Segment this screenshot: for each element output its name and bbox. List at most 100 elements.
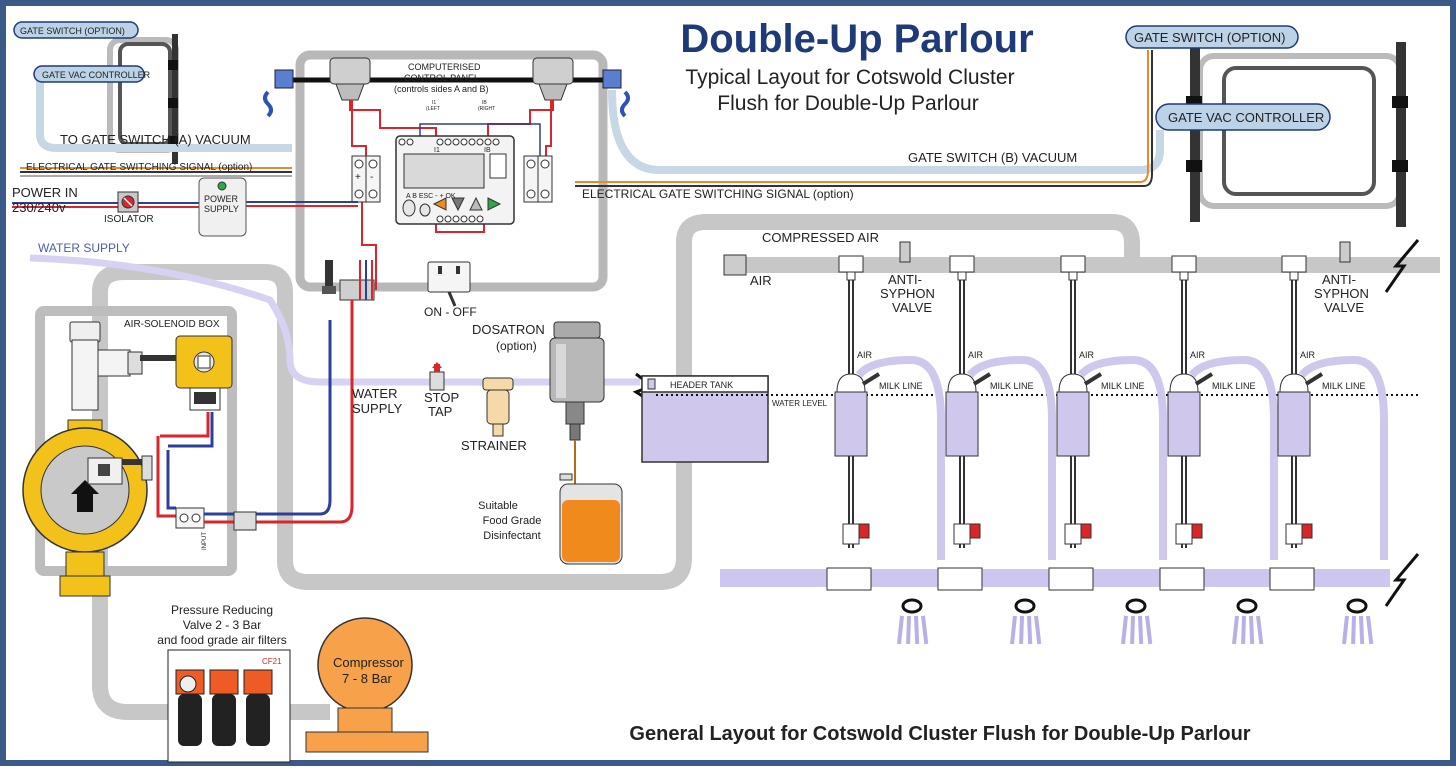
stop-tap-label-1: STOP bbox=[424, 390, 459, 405]
header-tank-float bbox=[647, 378, 656, 390]
cluster-claw bbox=[1236, 598, 1258, 614]
milking-stations: AIR MILK LINE AIR MILK LINE AIR MILK LINE AIR M… bbox=[826, 255, 1388, 645]
compressor-label-2: 7 - 8 Bar bbox=[342, 671, 393, 686]
milk-loop bbox=[966, 355, 1056, 560]
teat-cups bbox=[1342, 615, 1374, 645]
air-tee-fitting bbox=[949, 255, 975, 273]
power-in-label: POWER IN bbox=[12, 185, 78, 200]
milking-station: AIR MILK LINE bbox=[1159, 255, 1278, 645]
station-milk-line-label: MILK LINE bbox=[1322, 381, 1366, 391]
dosatron-label-1: DOSATRON bbox=[472, 322, 545, 337]
anti-syphon-2-line1: ANTI- bbox=[1322, 272, 1356, 287]
milk-valve-body bbox=[1048, 567, 1094, 591]
compressor-unit bbox=[305, 617, 429, 753]
water-supply-label-2: SUPPLY bbox=[352, 401, 403, 416]
pipe-break-bottom bbox=[1384, 553, 1420, 607]
anti-syphon-1-line3: VALVE bbox=[892, 300, 932, 315]
cluster-claw bbox=[901, 598, 923, 614]
header-tank-label: HEADER TANK bbox=[670, 380, 733, 390]
milk-loop bbox=[1298, 355, 1388, 560]
dosatron-label-2: (option) bbox=[496, 339, 537, 353]
station-air-label: AIR bbox=[1190, 350, 1206, 360]
power-voltage-label: 230/240v bbox=[12, 200, 66, 215]
left-gate-switch-label-box bbox=[13, 21, 139, 39]
air-tee-fitting bbox=[1171, 255, 1197, 273]
control-panel-i1: I1 bbox=[434, 147, 440, 154]
teat-cups bbox=[1232, 615, 1264, 645]
disinfectant-label-2: Food Grade bbox=[483, 515, 542, 527]
air-inlet-block bbox=[723, 254, 747, 276]
milk-loop bbox=[855, 355, 945, 560]
air-tee-fitting bbox=[838, 255, 864, 273]
right-gate-vacuum-label: GATE SWITCH (B) VACUUM bbox=[908, 150, 1077, 165]
prv-label-2: Valve 2 - 3 Bar bbox=[183, 618, 261, 632]
control-panel-ib: IB bbox=[484, 147, 491, 154]
anti-syphon-1-line2: SYPHON bbox=[880, 286, 935, 301]
air-inlet-label: AIR bbox=[750, 273, 772, 288]
teat-cups bbox=[1121, 615, 1153, 645]
milk-loop bbox=[1077, 355, 1167, 560]
water-treatment-assembly bbox=[429, 321, 656, 565]
left-gate-signal-label: ELECTRICAL GATE SWITCHING SIGNAL (option… bbox=[26, 162, 252, 173]
water-supply-label-1: WATER bbox=[352, 386, 398, 401]
power-assembly bbox=[12, 177, 358, 237]
control-panel-line1: COMPUTERISED bbox=[408, 62, 481, 72]
terminal-minus: - bbox=[370, 172, 373, 183]
station-milk-line-label: MILK LINE bbox=[1212, 381, 1256, 391]
right-gate-vac-controller-box bbox=[1155, 103, 1331, 131]
air-solenoid-box bbox=[35, 306, 237, 576]
anti-syphon-2-line3: VALVE bbox=[1324, 300, 1364, 315]
milking-station: AIR MILK LINE bbox=[1269, 255, 1388, 645]
milking-station: AIR MILK LINE bbox=[937, 255, 1056, 645]
disinfectant-label-3: Disinfectant bbox=[483, 530, 540, 542]
control-panel-line2: CONTROL PANEL bbox=[404, 73, 479, 83]
cluster-claw bbox=[1014, 598, 1036, 614]
right-gate-switch-label: GATE SWITCH (OPTION) bbox=[1134, 30, 1285, 45]
air-filter-unit bbox=[167, 649, 291, 763]
station-milk-line-label: MILK LINE bbox=[1101, 381, 1145, 391]
left-gate-assembly bbox=[20, 34, 292, 177]
left-gate-switch-label: GATE SWITCH (OPTION) bbox=[20, 26, 125, 36]
station-milk-line-label: MILK LINE bbox=[990, 381, 1034, 391]
air-tee-fitting bbox=[1060, 255, 1086, 273]
recorder-jar bbox=[1056, 391, 1090, 457]
right-gate-assembly bbox=[575, 42, 1408, 227]
left-gate-vac-controller-label: GATE VAC CONTROLLER bbox=[42, 70, 151, 80]
anti-syphon-valve-1 bbox=[899, 241, 911, 263]
milk-valve-body bbox=[1159, 567, 1205, 591]
anti-syphon-1-line1: ANTI- bbox=[888, 272, 922, 287]
power-supply-label-2: SUPPLY bbox=[204, 204, 239, 214]
page-title: Double-Up Parlour bbox=[680, 17, 1033, 61]
footer-caption: General Layout for Cotswold Cluster Flus… bbox=[629, 723, 1250, 745]
page-subtitle-2: Flush for Double-Up Parlour bbox=[717, 92, 978, 115]
control-panel-ib-top: IB bbox=[482, 100, 487, 106]
recorder-jar bbox=[834, 391, 868, 457]
station-air-label: AIR bbox=[857, 350, 873, 360]
cluster-claw bbox=[1346, 598, 1368, 614]
solenoid-regulator-assembly bbox=[22, 260, 373, 597]
cluster-claw bbox=[1125, 598, 1147, 614]
prv-label-1: Pressure Reducing bbox=[171, 603, 273, 617]
milk-valve-body bbox=[937, 567, 983, 591]
right-gate-vac-controller-label: GATE VAC CONTROLLER bbox=[1168, 110, 1324, 125]
water-supply-line bbox=[29, 254, 640, 386]
teat-cups bbox=[897, 615, 929, 645]
isolator-label: ISOLATOR bbox=[104, 214, 154, 225]
milk-valve-body bbox=[1269, 567, 1315, 591]
water-supply-top-label: WATER SUPPLY bbox=[38, 241, 130, 255]
control-panel-line3: (controls sides A and B) bbox=[394, 84, 489, 94]
filter-code-label: CF21 bbox=[262, 657, 282, 666]
teat-cups bbox=[1010, 615, 1042, 645]
recorder-jar bbox=[945, 391, 979, 457]
strainer-label: STRAINER bbox=[461, 438, 527, 453]
control-panel-left-label: (LEFT bbox=[426, 106, 440, 112]
header-tank-lid bbox=[641, 375, 769, 393]
station-air-label: AIR bbox=[968, 350, 984, 360]
station-air-label: AIR bbox=[1300, 350, 1316, 360]
water-level-label: WATER LEVEL bbox=[772, 399, 828, 408]
prv-label-3: and food grade air filters bbox=[157, 633, 286, 647]
right-gate-signal-label: ELECTRICAL GATE SWITCHING SIGNAL (option… bbox=[582, 187, 854, 201]
air-solenoid-box-label: AIR-SOLENOID BOX bbox=[124, 319, 220, 330]
